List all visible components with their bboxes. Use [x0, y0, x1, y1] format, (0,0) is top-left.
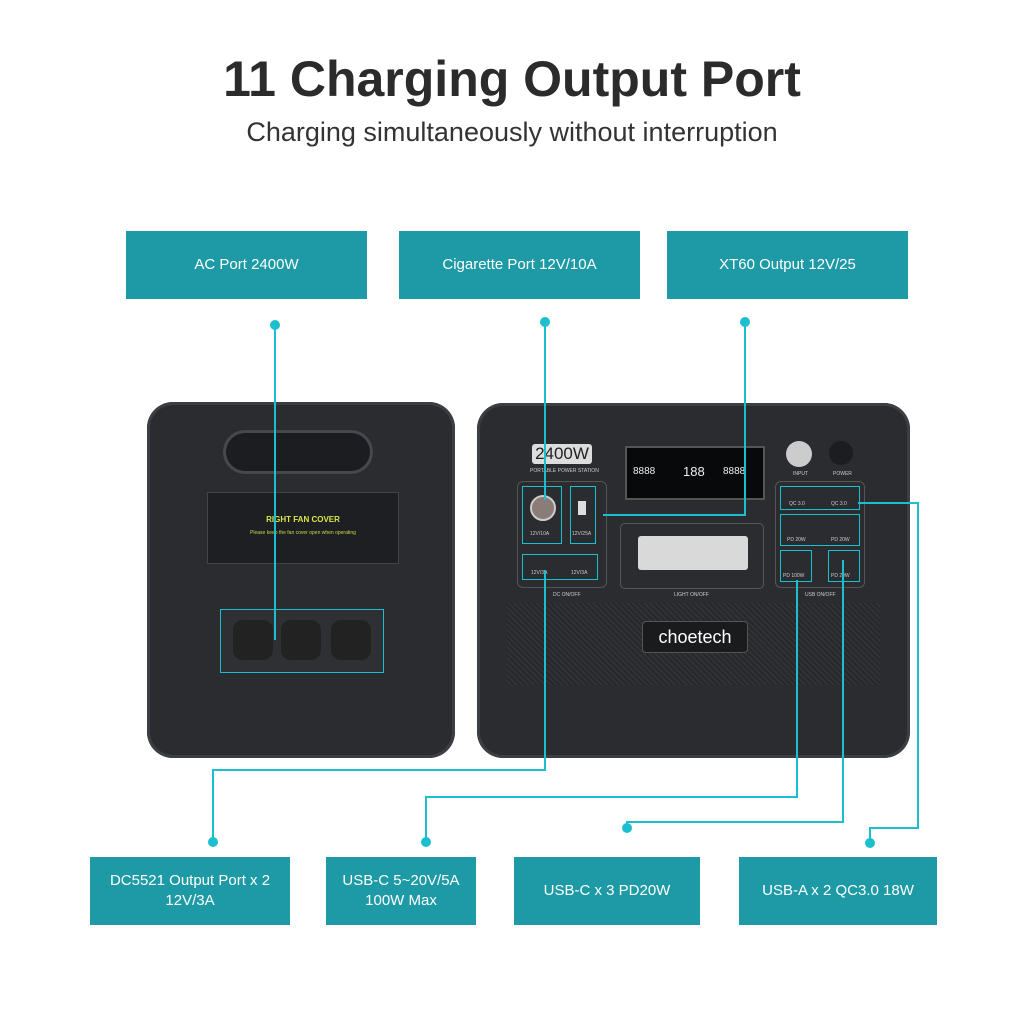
- fan-cover-label: RIGHT FAN COVER: [266, 515, 340, 524]
- pd3-label: PD 100W: [783, 573, 805, 579]
- power-station-front-view: 2400W PORTABLE POWER STATION 8888 188 88…: [477, 403, 910, 758]
- carry-handle: [223, 430, 373, 474]
- lcd-display: 8888 188 8888: [625, 446, 765, 500]
- leader-line-usbc-pd20: [626, 560, 844, 828]
- leader-line-usba: [858, 502, 919, 843]
- dc-panel: 12V/10A 12V/25A 12V/3A 12V/3A: [517, 481, 607, 588]
- qc1-label: QC 3.0: [789, 501, 805, 507]
- ac-outlet: [233, 620, 273, 660]
- usb-a-ports: QC 3.0 QC 3.0: [780, 486, 860, 510]
- leader-dot: [540, 317, 550, 327]
- capacity-badge: 2400W: [532, 444, 592, 464]
- leader-line-usbc-100w: [425, 580, 798, 842]
- usb-panel: QC 3.0 QC 3.0 PD 20W PD 20W PD 100W PD 2…: [775, 481, 865, 588]
- callout-usbc-100w: USB-C 5~20V/5A 100W Max: [326, 857, 476, 925]
- led-light: [638, 536, 748, 570]
- leader-dot: [622, 823, 632, 833]
- usb-switch-label: USB ON/OFF: [805, 592, 836, 598]
- callout-xt60-output: XT60 Output 12V/25: [667, 231, 908, 299]
- pd4-label: PD 20W: [831, 573, 850, 579]
- leader-dot: [740, 317, 750, 327]
- ac-outlet: [331, 620, 371, 660]
- callout-dc5521-output: DC5521 Output Port x 2 12V/3A: [90, 857, 290, 925]
- leader-line-xt60: [603, 322, 746, 516]
- page-title: 11 Charging Output Port: [223, 51, 801, 107]
- leader-dot: [270, 320, 280, 330]
- input-knob: [786, 441, 812, 467]
- fan-cover: RIGHT FAN COVER Please keep the fan cove…: [207, 492, 399, 564]
- callout-usba-qc3: USB-A x 2 QC3.0 18W: [739, 857, 937, 925]
- xt60-socket-icon: [578, 501, 586, 515]
- xt60-label: 12V/25A: [572, 531, 592, 537]
- callout-ac-port: AC Port 2400W: [126, 231, 367, 299]
- pd1-label: PD 20W: [787, 537, 806, 543]
- power-button: [829, 441, 853, 465]
- cigarette-port: 12V/10A: [522, 486, 562, 544]
- usb-c-pd20-ports: PD 20W PD 20W: [780, 514, 860, 546]
- dc2-label: 12V/3A: [571, 570, 588, 576]
- fan-cover-warning: Please keep the fan cover open when oper…: [250, 530, 356, 536]
- leader-dot: [865, 838, 875, 848]
- leader-dot: [421, 837, 431, 847]
- pd2-label: PD 20W: [831, 537, 850, 543]
- ac-outlets: [220, 609, 384, 673]
- light-panel: [620, 523, 764, 589]
- brand-logo: choetech: [642, 621, 748, 653]
- callout-cigarette-port: Cigarette Port 12V/10A: [399, 231, 640, 299]
- badge-subtitle: PORTABLE POWER STATION: [530, 468, 599, 474]
- leader-line-dc5521: [212, 570, 546, 842]
- dc-switch-label: DC ON/OFF: [553, 592, 581, 598]
- display-output: 8888: [723, 466, 746, 477]
- xt60-port: 12V/25A: [570, 486, 596, 544]
- power-label: POWER: [833, 471, 852, 477]
- input-label: INPUT: [793, 471, 808, 477]
- page-subtitle: Charging simultaneously without interrup…: [246, 117, 778, 147]
- display-input: 8888: [633, 466, 656, 477]
- power-station-side-view: RIGHT FAN COVER Please keep the fan cove…: [147, 402, 455, 758]
- qc2-label: QC 3.0: [831, 501, 847, 507]
- display-percent: 188: [683, 464, 705, 479]
- cig-label: 12V/10A: [530, 531, 550, 537]
- leader-dot: [208, 837, 218, 847]
- light-switch-label: LIGHT ON/OFF: [674, 592, 709, 598]
- ac-outlet: [281, 620, 321, 660]
- callout-usbc-pd20w: USB-C x 3 PD20W: [514, 857, 700, 925]
- cigarette-socket-icon: [530, 495, 556, 521]
- dc1-label: 12V/3A: [531, 570, 548, 576]
- dc5521-ports: 12V/3A 12V/3A: [522, 554, 598, 580]
